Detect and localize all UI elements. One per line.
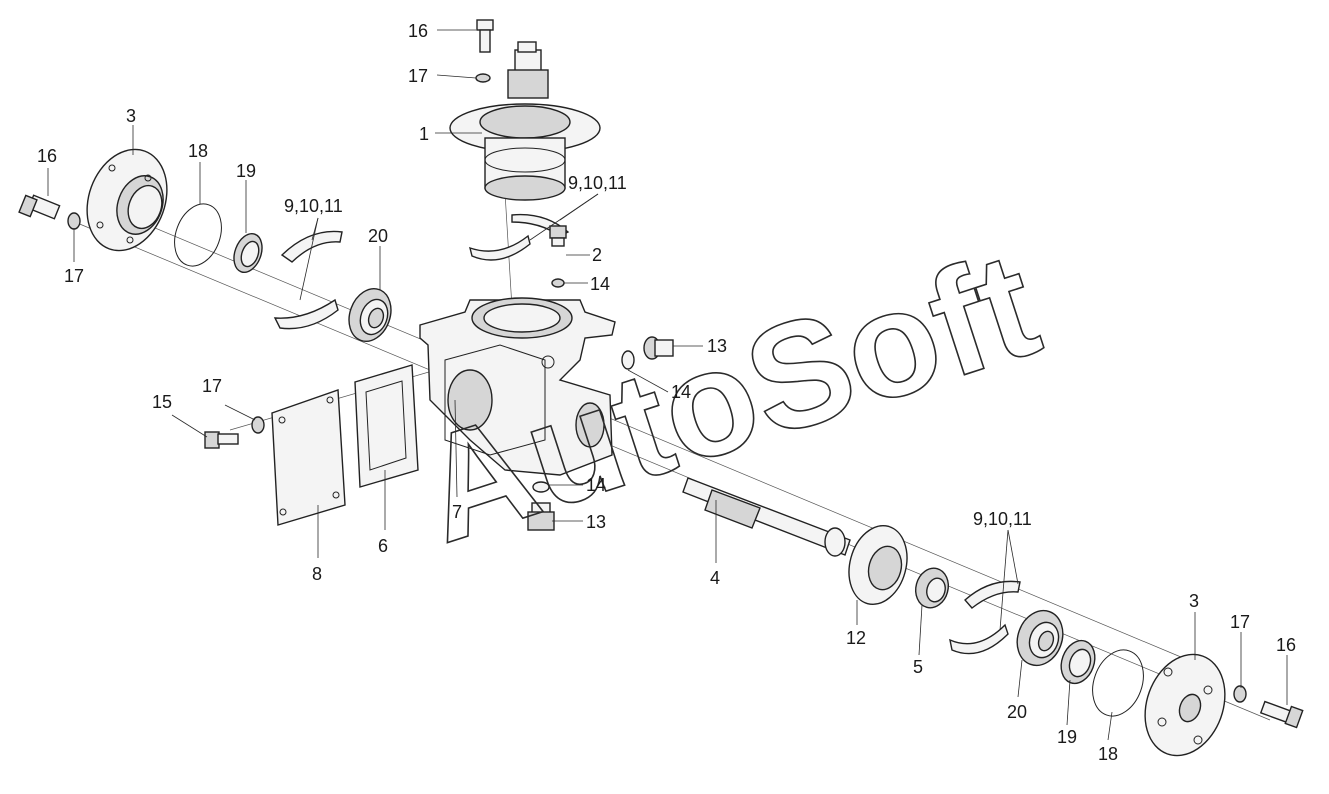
seal-ring-14-bottom bbox=[532, 481, 550, 493]
washer-17-cover bbox=[251, 416, 265, 434]
plug-13-bottom bbox=[527, 502, 555, 531]
callout-label: 19 bbox=[1057, 727, 1077, 747]
callout-label: 20 bbox=[368, 226, 388, 246]
gasket-6 bbox=[354, 364, 419, 488]
callout-label: 4 bbox=[710, 568, 720, 588]
seal-ring-14-top bbox=[551, 278, 565, 288]
callout-label: 16 bbox=[1276, 635, 1296, 655]
callout-label: 13 bbox=[586, 512, 606, 532]
seal-ring-14-side bbox=[621, 350, 635, 370]
callout-label: 9,10,11 bbox=[568, 173, 627, 193]
callout-label: 3 bbox=[1189, 591, 1199, 611]
callout-label: 18 bbox=[188, 141, 208, 161]
spline-flange-12 bbox=[848, 524, 908, 606]
bolt-15 bbox=[204, 431, 239, 449]
callout-labels: 16 17 1 3 16 18 19 9,10,11 9,10,11 20 2 … bbox=[37, 21, 1296, 764]
callout-label: 13 bbox=[707, 336, 727, 356]
bushing-5 bbox=[915, 567, 949, 609]
bolt-right-16 bbox=[1259, 700, 1304, 729]
washer-top-17 bbox=[475, 73, 491, 83]
callout-label: 16 bbox=[37, 146, 57, 166]
callout-label: 5 bbox=[913, 657, 923, 677]
callout-label: 19 bbox=[236, 161, 256, 181]
callout-label: 3 bbox=[126, 106, 136, 126]
callout-label: 7 bbox=[452, 502, 462, 522]
callout-label: 9,10,11 bbox=[284, 196, 343, 216]
o-ring-left-18 bbox=[174, 203, 222, 267]
callout-label: 17 bbox=[408, 66, 428, 86]
plug-2 bbox=[549, 225, 567, 247]
leader-lines bbox=[47, 29, 1288, 741]
drive-housing-1 bbox=[449, 41, 601, 201]
shaft-4 bbox=[682, 477, 851, 557]
seal-left-19 bbox=[233, 232, 263, 274]
callout-label: 17 bbox=[202, 376, 222, 396]
gearbox-housing bbox=[419, 297, 616, 476]
callout-label: 17 bbox=[64, 266, 84, 286]
callout-label: 18 bbox=[1098, 744, 1118, 764]
callout-label: 17 bbox=[1230, 612, 1250, 632]
callout-label: 1 bbox=[419, 124, 429, 144]
bearing-left-20 bbox=[348, 288, 392, 342]
callout-label: 16 bbox=[408, 21, 428, 41]
plug-13-side bbox=[643, 336, 674, 360]
callout-label: 14 bbox=[671, 382, 691, 402]
bearing-right-20 bbox=[1016, 609, 1064, 667]
bolt-left-16 bbox=[18, 194, 61, 220]
shims-right-9-10-11 bbox=[949, 580, 1021, 655]
o-ring-right-18 bbox=[1092, 649, 1144, 717]
callout-label: 15 bbox=[152, 392, 172, 412]
bolt-top-16 bbox=[476, 19, 494, 53]
watermark-text: AutoSoft bbox=[402, 219, 1056, 574]
washer-left-17 bbox=[67, 212, 81, 230]
callout-label: 12 bbox=[846, 628, 866, 648]
cover-flange-left-3 bbox=[86, 148, 168, 252]
callout-label: 20 bbox=[1007, 702, 1027, 722]
callout-label: 14 bbox=[590, 274, 610, 294]
watermark: AutoSoft bbox=[401, 218, 1057, 575]
callout-label: 14 bbox=[586, 475, 606, 495]
cover-plate-8 bbox=[271, 389, 346, 526]
callout-label: 2 bbox=[592, 245, 602, 265]
callout-label: 8 bbox=[312, 564, 322, 584]
callout-label: 9,10,11 bbox=[973, 509, 1032, 529]
callout-label: 6 bbox=[378, 536, 388, 556]
cover-flange-right-3 bbox=[1144, 653, 1226, 757]
seal-right-19 bbox=[1060, 639, 1096, 685]
washer-right-17 bbox=[1233, 685, 1247, 703]
shims-left-9-10-11 bbox=[273, 230, 343, 330]
